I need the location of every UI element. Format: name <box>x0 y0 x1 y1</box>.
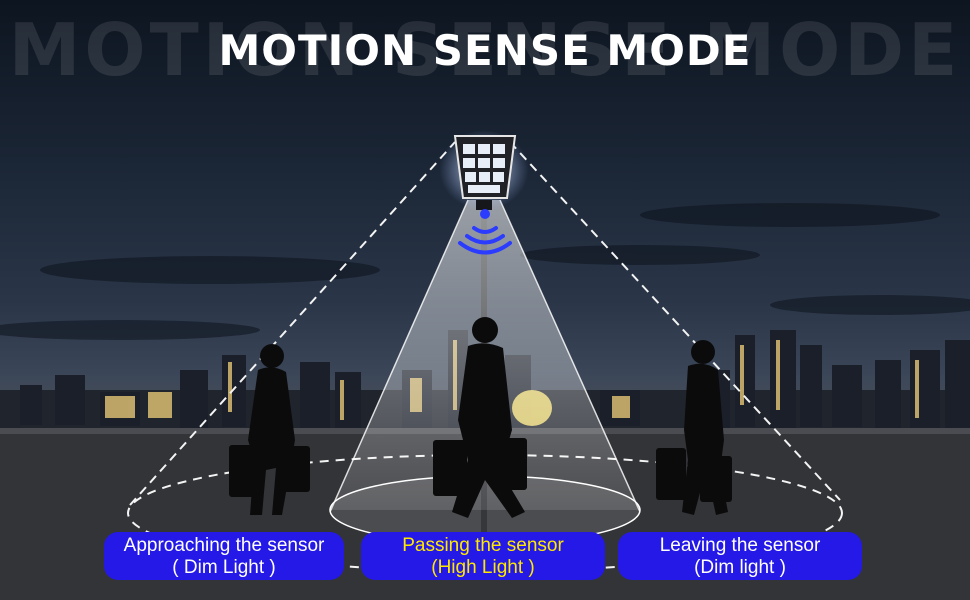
page-title: MOTION SENSE MODE <box>218 26 752 75</box>
detection-edge-left <box>129 141 456 506</box>
stage-approaching-title: Approaching the sensor <box>123 535 325 556</box>
detection-edge-right <box>509 141 841 501</box>
stage-label-passing: Passing the sensor (High Light ) <box>361 532 605 580</box>
solar-street-light-icon <box>439 130 529 210</box>
stage-label-leaving: Leaving the sensor (Dim light ) <box>618 532 862 580</box>
title-shadow-text: MOTION SENSE MODE <box>8 8 962 92</box>
stage-approaching-mode: ( Dim Light ) <box>172 557 276 578</box>
stage-passing-title: Passing the sensor <box>402 535 564 556</box>
stage-leaving-title: Leaving the sensor <box>659 535 821 556</box>
stage-leaving-mode: (Dim light ) <box>694 557 786 578</box>
stage-passing-mode: (High Light ) <box>431 557 535 578</box>
clouds <box>0 203 970 340</box>
stage-label-approaching: Approaching the sensor ( Dim Light ) <box>104 532 344 580</box>
motion-wave-icon <box>458 209 512 255</box>
walking-person-icon <box>229 317 732 518</box>
